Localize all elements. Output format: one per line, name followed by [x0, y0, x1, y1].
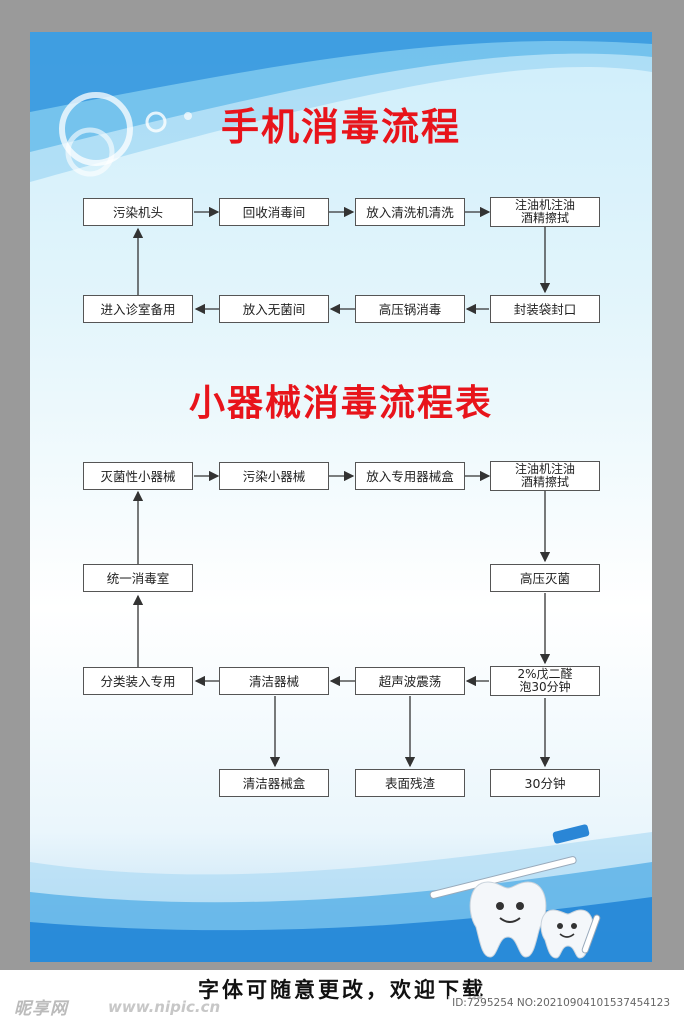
step-sort-pack: 分类装入专用	[83, 667, 193, 695]
section2-title: 小器械消毒流程表	[188, 383, 493, 424]
watermark-logo: 昵享网	[14, 999, 68, 1019]
step-glutaraldehyde-soak: 2%戊二醛 泡30分钟	[490, 666, 600, 696]
step-central-disinfection-room: 统一消毒室	[83, 564, 193, 592]
step-contaminated-instruments: 污染小器械	[219, 462, 329, 490]
step-30-minutes: 30分钟	[490, 769, 600, 797]
step-oil-alcohol-wipe: 注油机注油 酒精擦拭	[490, 197, 600, 227]
watermark-url: www.nipic.cn	[108, 998, 221, 1016]
step-autoclave: 高压锅消毒	[355, 295, 465, 323]
step-clinic-standby: 进入诊室备用	[83, 295, 193, 323]
step-high-pressure-sterilize: 高压灭菌	[490, 564, 600, 592]
step-ultrasonic: 超声波震荡	[355, 667, 465, 695]
step-clean-instrument-box: 清洁器械盒	[219, 769, 329, 797]
bubble-decoration	[59, 92, 192, 177]
step-seal-bag: 封装袋封口	[490, 295, 600, 323]
step-sterile-room: 放入无菌间	[219, 295, 329, 323]
step-washer-cleaning: 放入清洗机清洗	[355, 198, 465, 226]
section1-title: 手机消毒流程	[220, 105, 461, 149]
footer-caption: 字体可随意更改，欢迎下载	[198, 978, 486, 1002]
watermark-id: ID:7295254 NO:20210904101537454123	[448, 996, 674, 1010]
step-instrument-box: 放入专用器械盒	[355, 462, 465, 490]
step-contaminated-handpiece: 污染机头	[83, 198, 193, 226]
top-wave-decoration	[30, 32, 652, 182]
poster: 手机消毒流程 小器械消毒流程表	[30, 32, 652, 962]
step-clean-instruments: 清洁器械	[219, 667, 329, 695]
step-recycle-disinfection-room: 回收消毒间	[219, 198, 329, 226]
tooth-mascot-illustration	[429, 824, 601, 959]
step-oil-alcohol-wipe-2: 注油机注油 酒精擦拭	[490, 461, 600, 491]
step-surface-residue: 表面残渣	[355, 769, 465, 797]
step-sterile-instruments: 灭菌性小器械	[83, 462, 193, 490]
